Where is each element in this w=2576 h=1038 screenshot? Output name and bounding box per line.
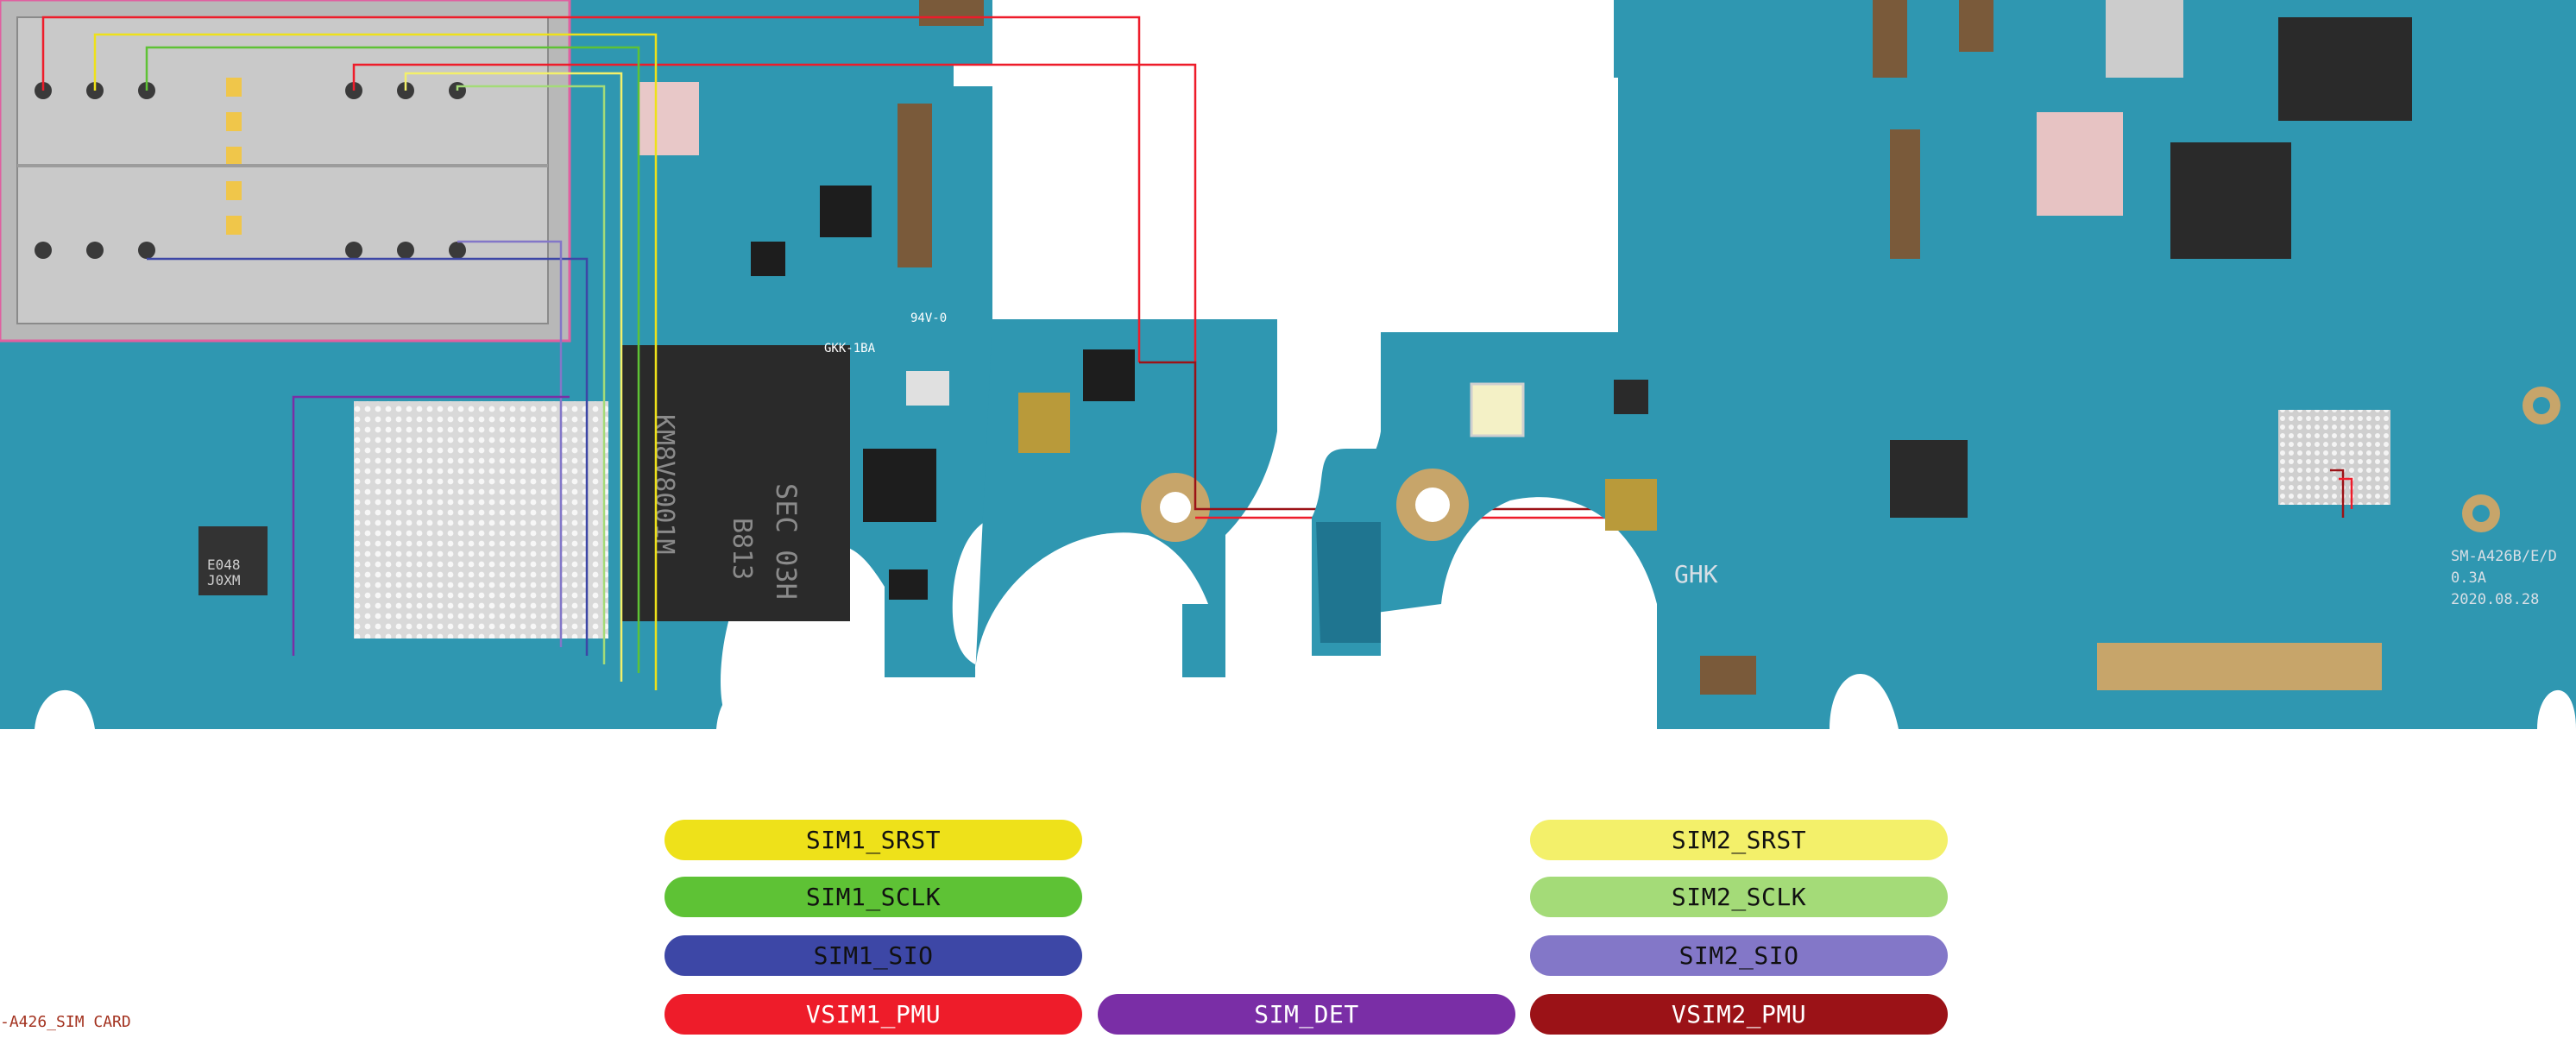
legend-sim2-sclk: SIM2_SCLK — [1530, 877, 1948, 917]
legend-vsim1-pmu: VSIM1_PMU — [664, 994, 1082, 1035]
legend-sim1-srst: SIM1_SRST — [664, 820, 1082, 860]
legend-sim1-sclk: SIM1_SCLK — [664, 877, 1082, 917]
memory-chip-label: SEC 03H — [770, 483, 803, 600]
small-ic-label-2: J0XM — [207, 572, 241, 588]
cpu-bga-pads — [354, 401, 608, 639]
legend-sim2-srst: SIM2_SRST — [1530, 820, 1948, 860]
pcb-date: 2020.08.28 — [2451, 591, 2539, 608]
pcb-text-2: GKK-1BA — [824, 342, 876, 355]
diagram-caption: -A426_SIM CARD — [0, 1013, 131, 1031]
pcb-board-diagram: SEC 03H B813 KM8V8001M E048 J0XM 94V-0 G… — [0, 0, 2576, 729]
legend-sim1-sio: SIM1_SIO — [664, 935, 1082, 976]
legend-sim-det: SIM_DET — [1098, 994, 1515, 1035]
small-ic-label: E048 — [207, 557, 241, 573]
pcb-model: SM-A426B/E/D — [2451, 548, 2557, 565]
pcb-text: 94V-0 — [910, 311, 947, 325]
legend-vsim2-pmu: VSIM2_PMU — [1530, 994, 1948, 1035]
memory-chip — [621, 345, 850, 621]
pcb-tag: GHK — [1674, 560, 1718, 588]
pcb-revision: 0.3A — [2451, 569, 2486, 587]
legend-sim2-sio: SIM2_SIO — [1530, 935, 1948, 976]
memory-chip-code: B813 — [727, 518, 757, 580]
left-board: SEC 03H B813 KM8V8001M E048 J0XM 94V-0 G… — [0, 0, 2365, 729]
memory-chip-part: KM8V8001M — [649, 414, 679, 555]
small-ic — [198, 526, 268, 595]
sim-traces-right — [2330, 469, 2353, 518]
right-board: GHK SM-A426B/E/D 0.3A 2020.08.28 — [1312, 0, 2576, 729]
